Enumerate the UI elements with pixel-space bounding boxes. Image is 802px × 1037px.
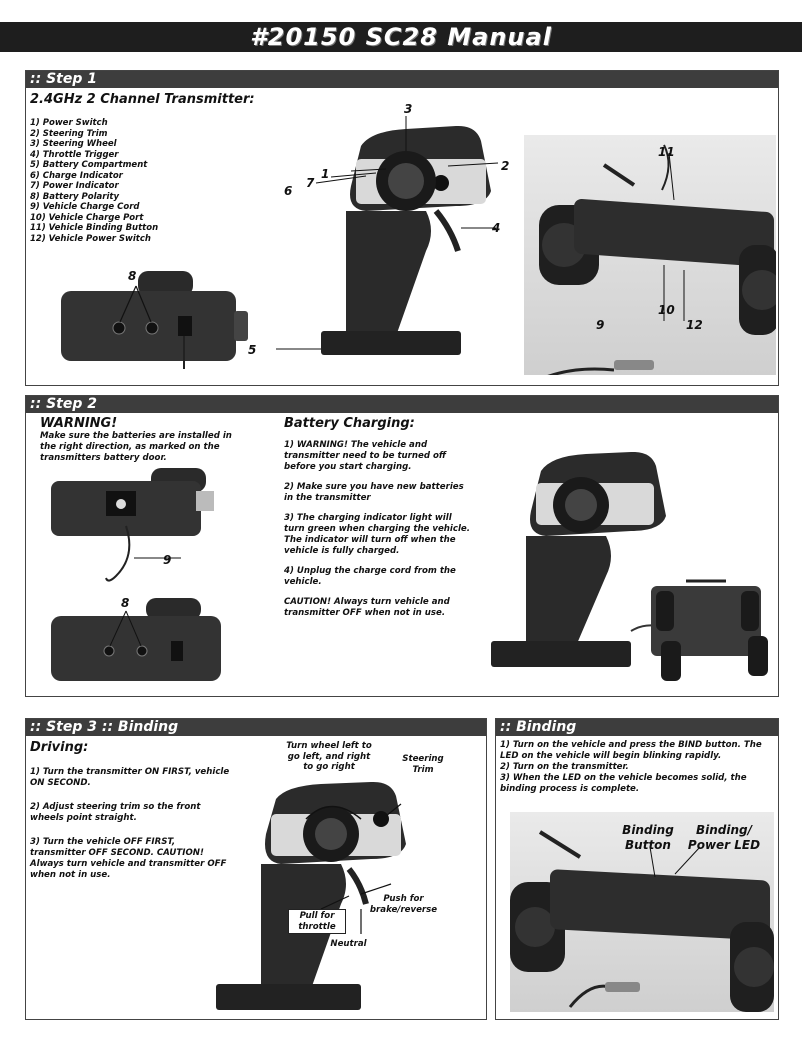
step1-header: :: Step 1 — [26, 71, 778, 88]
binding-step: 2) Turn on the transmitter. — [500, 762, 629, 772]
charging-step: 4) Unplug the charge cord from the vehic… — [284, 566, 456, 587]
step1-panel: :: Step 1 2.4GHz 2 Channel Transmitter: … — [25, 70, 782, 387]
driving-step: 3) Turn the vehicle OFF FIRST, transmitt… — [30, 837, 227, 880]
callout-8-step2: 8 — [121, 596, 130, 610]
list-item: 11) Vehicle Binding Button — [30, 223, 159, 233]
page-title: #20150 SC28 Manual — [250, 23, 552, 51]
pull-label: Pull for throttle — [288, 909, 346, 934]
callout-6: 6 — [284, 184, 293, 198]
battery-polarity-image — [51, 598, 221, 681]
callout-4: 4 — [492, 221, 501, 235]
driving-title: Driving: — [30, 740, 89, 755]
driving-step: 2) Adjust steering trim so the front whe… — [30, 802, 201, 823]
charging-steps: 1) WARNING! The vehicle and transmitter … — [284, 440, 474, 628]
turn-wheel-label: Turn wheel left to go left, and right to… — [286, 741, 372, 772]
driving-steps: 1) Turn the transmitter ON FIRST, vehicl… — [30, 767, 230, 890]
battery-door-image — [51, 468, 214, 582]
charging-step: 3) The charging indicator light will tur… — [284, 513, 471, 556]
list-item: 10) Vehicle Charge Port — [30, 212, 144, 223]
vehicle-binding-image — [510, 812, 774, 1012]
binding-step: 1) Turn on the vehicle and press the BIN… — [500, 740, 762, 761]
list-item: 4) Throttle Trigger — [30, 149, 119, 160]
callout-9: 9 — [596, 318, 605, 332]
step2-header: :: Step 2 — [26, 396, 778, 413]
title-bar: #20150 SC28 Manual — [0, 22, 802, 52]
callout-7: 7 — [306, 176, 315, 190]
list-item: 8) Battery Polarity — [30, 191, 119, 202]
callout-5: 5 — [248, 343, 257, 357]
callout-2: 2 — [501, 159, 510, 173]
step3-panel: :: Step 3 :: Binding Driving: 1) Turn th… — [25, 718, 487, 1020]
list-item: 12) Vehicle Power Switch — [30, 233, 151, 244]
binding-step: 3) When the LED on the vehicle becomes s… — [500, 773, 747, 794]
caution-text: CAUTION! Always turn vehicle and transmi… — [284, 597, 450, 618]
driving-step: 1) Turn the transmitter ON FIRST, vehicl… — [30, 767, 230, 788]
push-label: Push for brake/reverse — [369, 894, 438, 915]
parts-list: 1) Power Switch 2) Steering Trim 3) Stee… — [30, 118, 220, 244]
binding-header: :: Binding — [496, 719, 778, 736]
list-item: 2) Steering Trim — [30, 128, 108, 139]
step3-header: :: Step 3 :: Binding — [26, 719, 486, 736]
callout-1: 1 — [321, 167, 330, 181]
charging-step: 2) Make sure you have new batteries in t… — [284, 482, 464, 503]
step1-subtitle: 2.4GHz 2 Channel Transmitter: — [30, 92, 255, 107]
vehicle-chassis-image — [524, 135, 782, 387]
neutral-label: Neutral — [330, 939, 367, 949]
steering-trim-label: Steering Trim — [402, 754, 444, 775]
list-item: 1) Power Switch — [30, 118, 108, 128]
callout-8: 8 — [128, 269, 137, 283]
list-item: 6) Charge Indicator — [30, 170, 123, 181]
binding-panel: :: Binding 1) Turn on the vehicle and pr… — [495, 718, 779, 1020]
binding-button-label: Binding Button — [622, 823, 674, 852]
list-item: 9) Vehicle Charge Cord — [30, 202, 140, 212]
list-item: 5) Battery Compartment — [30, 160, 148, 170]
list-item: 3) Steering Wheel — [30, 139, 117, 149]
charging-setup-image — [491, 451, 768, 681]
callout-10: 10 — [658, 303, 675, 317]
list-item: 7) Power Indicator — [30, 181, 119, 191]
warning-text: Make sure the batteries are installed in… — [40, 431, 232, 463]
charging-title: Battery Charging: — [284, 416, 415, 431]
callout-3: 3 — [404, 102, 413, 116]
step2-panel: :: Step 2 WARNING! Make sure the batteri… — [25, 395, 779, 697]
warning-title: WARNING! — [40, 416, 118, 431]
transmitter-image — [276, 116, 499, 355]
charging-step: 1) WARNING! The vehicle and transmitter … — [284, 440, 447, 472]
callout-11: 11 — [658, 145, 675, 159]
battery-compartment-image — [61, 271, 248, 369]
binding-steps: 1) Turn on the vehicle and press the BIN… — [500, 740, 775, 795]
binding-led-label: Binding/ Power LED — [687, 823, 761, 852]
callout-9-step2: 9 — [163, 553, 172, 567]
callout-12: 12 — [686, 318, 703, 332]
